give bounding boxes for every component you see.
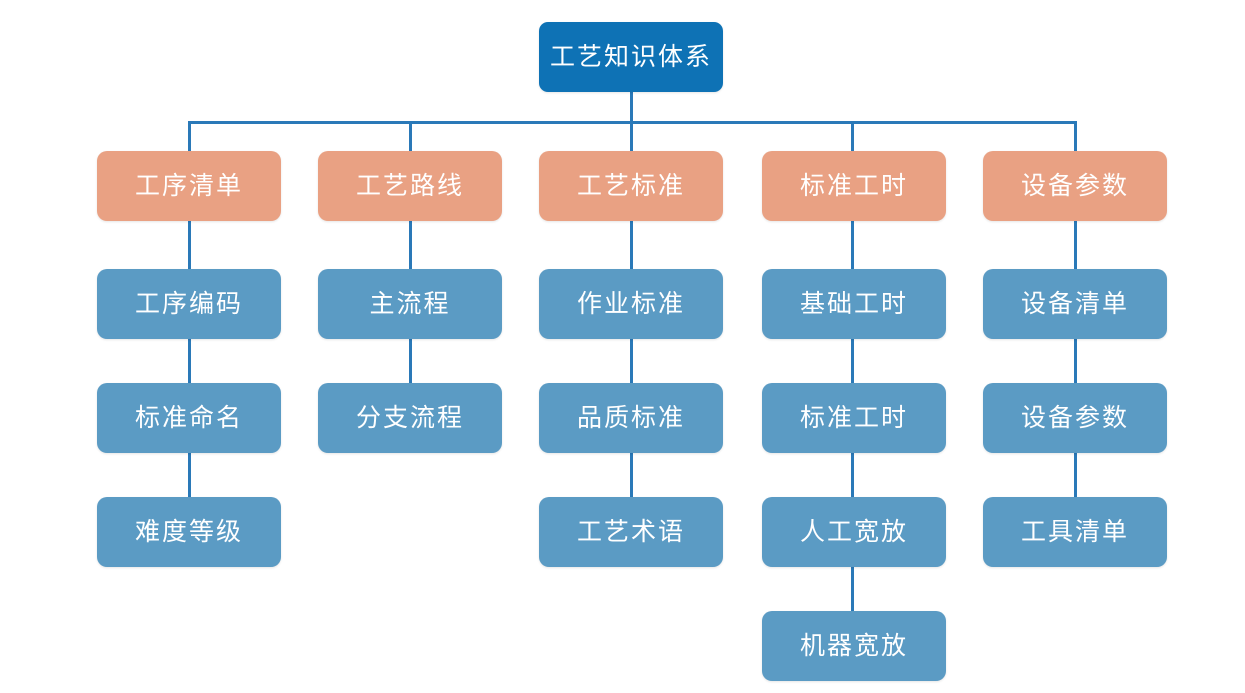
connector-col4-d	[851, 566, 854, 614]
connector-root-stem	[630, 92, 633, 124]
node-branch-shebeicanshu[interactable]: 设备参数	[983, 151, 1167, 221]
node-leaf-rengongkuanfang[interactable]: 人工宽放	[762, 497, 946, 567]
connector-col3-a	[630, 220, 633, 270]
node-leaf-biaozhungongshi[interactable]: 标准工时	[762, 383, 946, 453]
connector-col4-b	[851, 338, 854, 386]
node-leaf-shebeiqingdan[interactable]: 设备清单	[983, 269, 1167, 339]
connector-col3-c	[630, 452, 633, 500]
node-leaf-gongxubianma[interactable]: 工序编码	[97, 269, 281, 339]
connector-col2-a	[409, 220, 412, 270]
connector-bus-drop-4	[851, 121, 854, 153]
connector-horizontal-bus	[189, 121, 1077, 124]
connector-bus-drop-1	[188, 121, 191, 153]
connector-col5-a	[1074, 220, 1077, 270]
node-leaf-gongjuqingdan[interactable]: 工具清单	[983, 497, 1167, 567]
node-branch-gongxuqingdan[interactable]: 工序清单	[97, 151, 281, 221]
connector-bus-drop-2	[409, 121, 412, 153]
connector-col4-a	[851, 220, 854, 270]
connector-bus-drop-3	[630, 121, 633, 153]
node-leaf-gongyishuyu[interactable]: 工艺术语	[539, 497, 723, 567]
connector-col1-c	[188, 452, 191, 500]
node-branch-gongyibiaozhun[interactable]: 工艺标准	[539, 151, 723, 221]
node-leaf-jichugongshi[interactable]: 基础工时	[762, 269, 946, 339]
node-root[interactable]: 工艺知识体系	[539, 22, 723, 92]
node-leaf-zhuliucheng[interactable]: 主流程	[318, 269, 502, 339]
node-branch-gongyiluxian[interactable]: 工艺路线	[318, 151, 502, 221]
connector-col3-b	[630, 338, 633, 386]
node-leaf-zuoyebiaozhun[interactable]: 作业标准	[539, 269, 723, 339]
node-leaf-shebeicanshu[interactable]: 设备参数	[983, 383, 1167, 453]
node-leaf-nandudengji[interactable]: 难度等级	[97, 497, 281, 567]
connector-col5-c	[1074, 452, 1077, 500]
node-leaf-jiqikuanfang[interactable]: 机器宽放	[762, 611, 946, 681]
connector-col1-a	[188, 220, 191, 270]
connector-col4-c	[851, 452, 854, 500]
node-branch-biaozhungongshi[interactable]: 标准工时	[762, 151, 946, 221]
node-leaf-biaozhunmingming[interactable]: 标准命名	[97, 383, 281, 453]
node-leaf-pinzhibiaozhun[interactable]: 品质标准	[539, 383, 723, 453]
connector-col2-b	[409, 338, 412, 386]
node-leaf-fenzhiliucheng[interactable]: 分支流程	[318, 383, 502, 453]
connector-col5-b	[1074, 338, 1077, 386]
connector-bus-drop-5	[1074, 121, 1077, 153]
connector-col1-b	[188, 338, 191, 386]
